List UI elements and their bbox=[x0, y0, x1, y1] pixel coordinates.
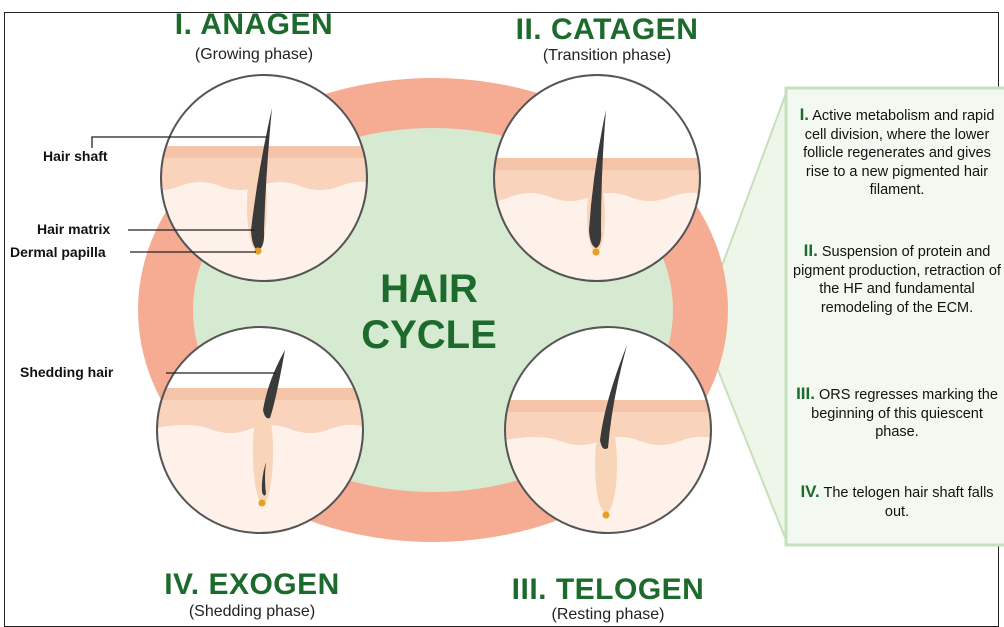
anagen-subtitle: (Growing phase) bbox=[195, 46, 313, 64]
description-exogen-text: The telogen hair shaft falls out. bbox=[823, 485, 993, 520]
exogen-subtitle: (Shedding phase) bbox=[189, 603, 315, 621]
description-catagen: II. Suspension of protein and pigment pr… bbox=[790, 242, 1004, 317]
hair-shaft-label: Hair shaft bbox=[43, 148, 108, 164]
description-telogen: III. ORS regresses marking the beginning… bbox=[790, 385, 1004, 442]
shedding-hair-label: Shedding hair bbox=[20, 364, 113, 380]
hair-cycle-title-line2: CYCLE bbox=[361, 312, 497, 358]
exogen-title: IV. EXOGEN bbox=[164, 568, 340, 602]
description-anagen-number: I. bbox=[800, 105, 809, 124]
catagen-title: II. CATAGEN bbox=[516, 13, 699, 47]
catagen-subtitle: (Transition phase) bbox=[543, 47, 671, 65]
description-exogen-number: IV. bbox=[800, 482, 819, 501]
hair-cycle-title-line1: HAIR bbox=[361, 266, 497, 312]
dermal-papilla-label: Dermal papilla bbox=[10, 244, 106, 260]
hair-cycle-title: HAIR CYCLE bbox=[361, 266, 497, 358]
description-catagen-text: Suspension of protein and pigment produc… bbox=[793, 244, 1001, 316]
hair-matrix-label: Hair matrix bbox=[37, 221, 110, 237]
description-telogen-text: ORS regresses marking the beginning of t… bbox=[811, 387, 998, 440]
description-anagen-text: Active metabolism and rapid cell divisio… bbox=[803, 108, 994, 198]
telogen-title: III. TELOGEN bbox=[512, 573, 705, 607]
description-telogen-number: III. bbox=[796, 384, 815, 403]
description-exogen: IV. The telogen hair shaft falls out. bbox=[790, 483, 1004, 521]
description-anagen: I. Active metabolism and rapid cell divi… bbox=[790, 106, 1004, 200]
telogen-subtitle: (Resting phase) bbox=[552, 606, 665, 624]
description-catagen-number: II. bbox=[804, 241, 818, 260]
anagen-title: I. ANAGEN bbox=[175, 8, 333, 42]
